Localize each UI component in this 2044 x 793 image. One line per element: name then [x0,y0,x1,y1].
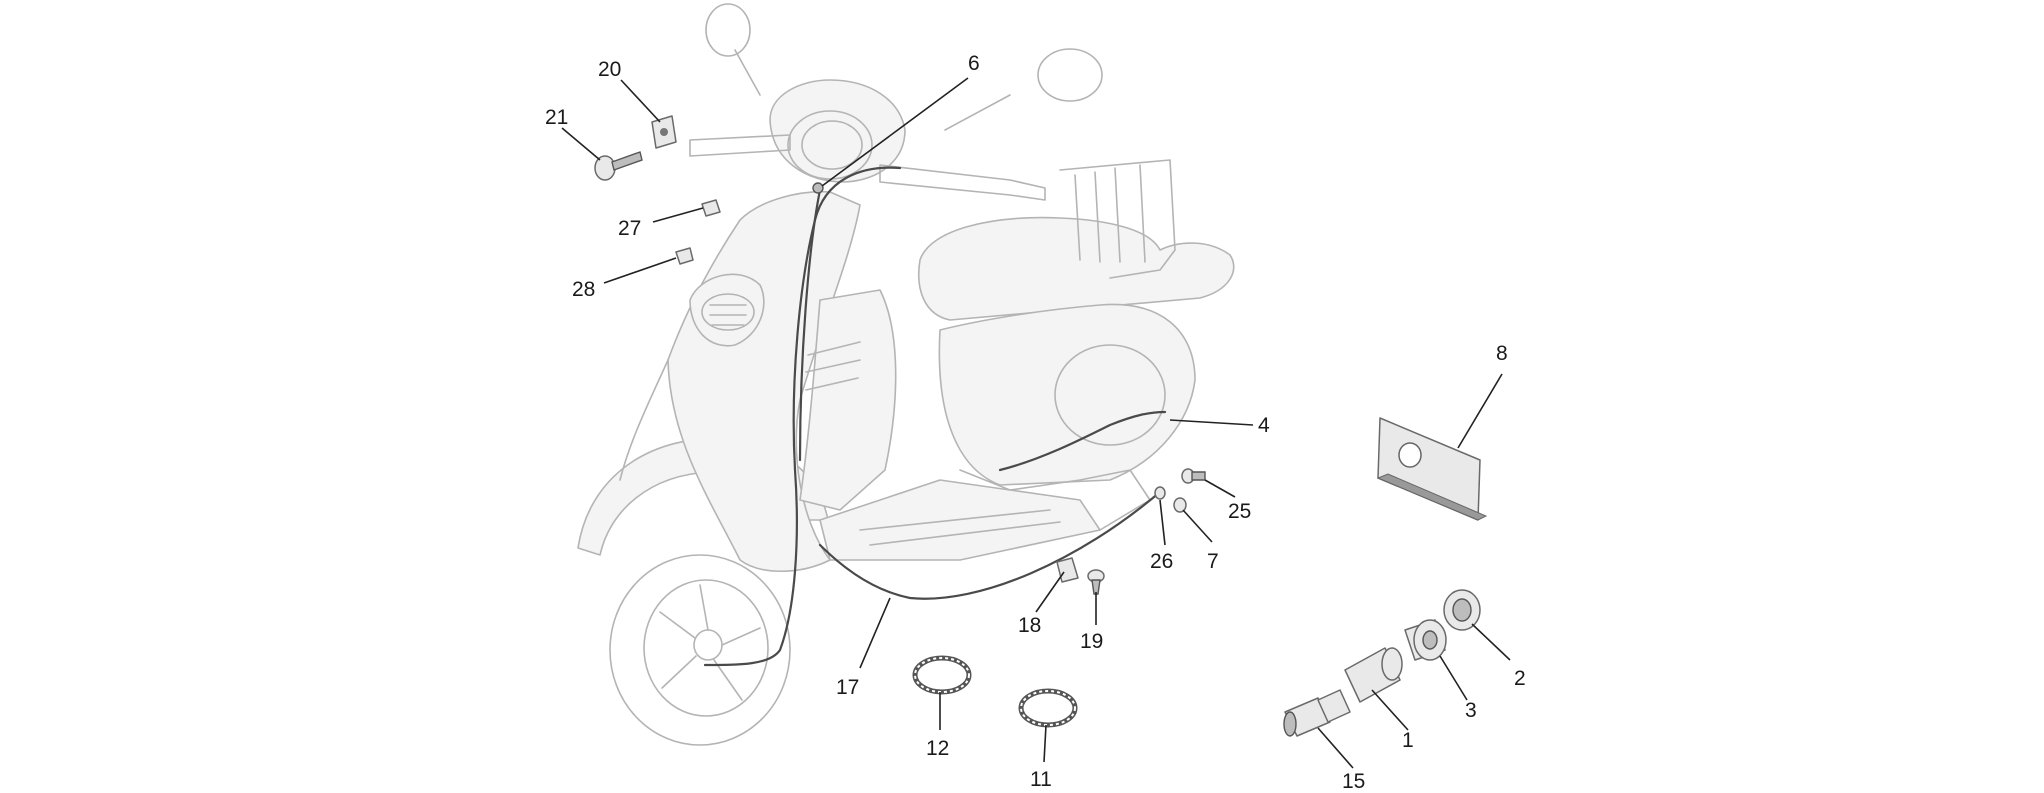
handlebar-right [879,164,1046,201]
rear-body [938,303,1196,486]
part-27-clip [701,199,721,217]
callout-12: 12 [926,737,949,760]
part-3-bushing [1404,619,1447,661]
callout-11: 11 [1030,768,1052,791]
part-6-grommet [812,182,824,194]
part-19-screw [1087,569,1105,595]
part-1-sleeve [1344,647,1403,703]
speedometer-cable-inner [798,188,822,462]
leader-lines [561,77,1511,769]
callout-19: 19 [1080,630,1103,653]
callout-18: 18 [1018,614,1041,637]
callout-27: 27 [618,217,641,240]
callout-7: 7 [1207,550,1219,573]
rear-rack [1059,159,1176,279]
callout-20: 20 [598,58,621,81]
callout-4: 4 [1258,414,1270,437]
engine-area [959,469,1151,531]
part-7-washer [1173,497,1187,513]
part-11-band-clamp [1018,688,1078,728]
part-21-screw [594,151,643,181]
callout-6: 6 [968,52,980,75]
floor-tunnel [799,289,897,511]
mirror-right [944,48,1103,131]
part-20-clip-nut [651,115,677,149]
callout-21: 21 [545,106,568,129]
part-26-ring [1154,486,1166,500]
handlebar-left [689,134,791,157]
part-8-plate [1376,417,1488,521]
cables [703,166,1167,667]
callouts: 20 21 27 28 6 4 25 7 26 8 2 3 1 15 18 19… [545,52,1526,793]
callout-17: 17 [836,676,859,699]
scooter-outline [577,3,1235,746]
front-wheel [609,554,791,746]
callout-28: 28 [572,278,595,301]
callout-2: 2 [1514,667,1526,690]
part-25-screw [1181,468,1206,484]
callout-1: 1 [1402,729,1414,752]
horn-cover [689,273,765,347]
callout-26: 26 [1150,550,1173,573]
seat [918,216,1235,321]
callout-8: 8 [1496,342,1508,365]
mirror-left [705,3,761,96]
callout-15: 15 [1342,770,1365,793]
callout-25: 25 [1228,500,1251,523]
cable-4 [998,410,1167,472]
part-12-band-clamp [912,655,972,695]
callout-3: 3 [1465,699,1477,722]
lower-cable [818,490,1162,600]
part-28-clip [675,247,694,265]
part-18-clamp [1056,557,1079,583]
part-2-cap [1443,589,1481,631]
speedometer-cable [703,166,902,667]
part-15-connector [1283,689,1351,737]
